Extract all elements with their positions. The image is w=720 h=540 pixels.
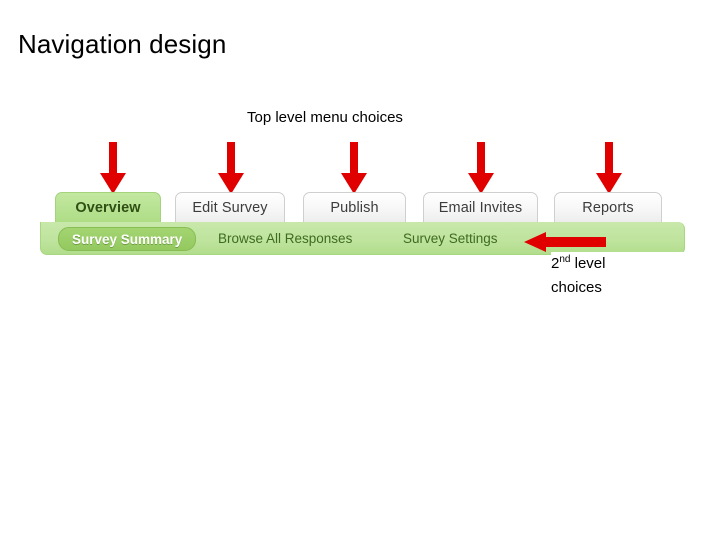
arrow-to-edit-survey-icon [218, 142, 244, 194]
second-level-caption-line1: 2nd level [551, 252, 701, 276]
tab-email-invites[interactable]: Email Invites [423, 192, 538, 222]
arrow-shaft [227, 142, 235, 175]
second-level-caption-number: 2 [551, 255, 560, 272]
tab-edit-survey-label: Edit Survey [192, 199, 268, 216]
tab-reports-label: Reports [582, 199, 634, 216]
navigation-mockup: Overview Edit Survey Publish Email Invit… [40, 192, 685, 260]
arrow-shaft [350, 142, 358, 175]
arrow-to-sub-nav-icon [524, 232, 606, 252]
arrow-to-overview-icon [100, 142, 126, 194]
top-level-caption: Top level menu choices [247, 109, 403, 126]
sub-item-survey-summary[interactable]: Survey Summary [58, 227, 197, 251]
tab-email-invites-label: Email Invites [438, 199, 523, 216]
tab-publish-label: Publish [330, 199, 379, 216]
sub-item-survey-settings-label: Survey Settings [403, 230, 498, 246]
second-level-caption-ordinal: nd [559, 254, 571, 265]
tab-overview[interactable]: Overview [55, 192, 161, 222]
tab-reports[interactable]: Reports [554, 192, 662, 222]
second-level-caption: 2nd level choices [551, 252, 701, 300]
sub-item-survey-settings[interactable]: Survey Settings [403, 227, 498, 249]
arrow-shaft [477, 142, 485, 175]
page-title: Navigation design [18, 29, 227, 59]
arrow-head [341, 173, 367, 194]
arrow-shaft [544, 237, 606, 247]
arrow-to-publish-icon [341, 142, 367, 194]
second-level-caption-line2: choices [551, 279, 602, 296]
tab-edit-survey[interactable]: Edit Survey [175, 192, 285, 222]
tab-publish[interactable]: Publish [303, 192, 406, 222]
top-level-tab-row: Overview Edit Survey Publish Email Invit… [40, 192, 685, 226]
sub-item-browse-all-responses[interactable]: Browse All Responses [218, 227, 352, 249]
second-level-caption-rest: level [570, 255, 606, 272]
sub-item-browse-all-responses-label: Browse All Responses [218, 230, 353, 246]
arrow-head [524, 232, 546, 252]
arrow-head [218, 173, 244, 194]
arrow-shaft [109, 142, 117, 175]
tab-overview-label: Overview [75, 199, 141, 216]
arrow-head [596, 173, 622, 194]
arrow-head [468, 173, 494, 194]
arrow-shaft [605, 142, 613, 175]
sub-item-survey-summary-label: Survey Summary [72, 231, 183, 247]
arrow-to-reports-icon [596, 142, 622, 194]
arrow-to-email-invites-icon [468, 142, 494, 194]
arrow-head [100, 173, 126, 194]
